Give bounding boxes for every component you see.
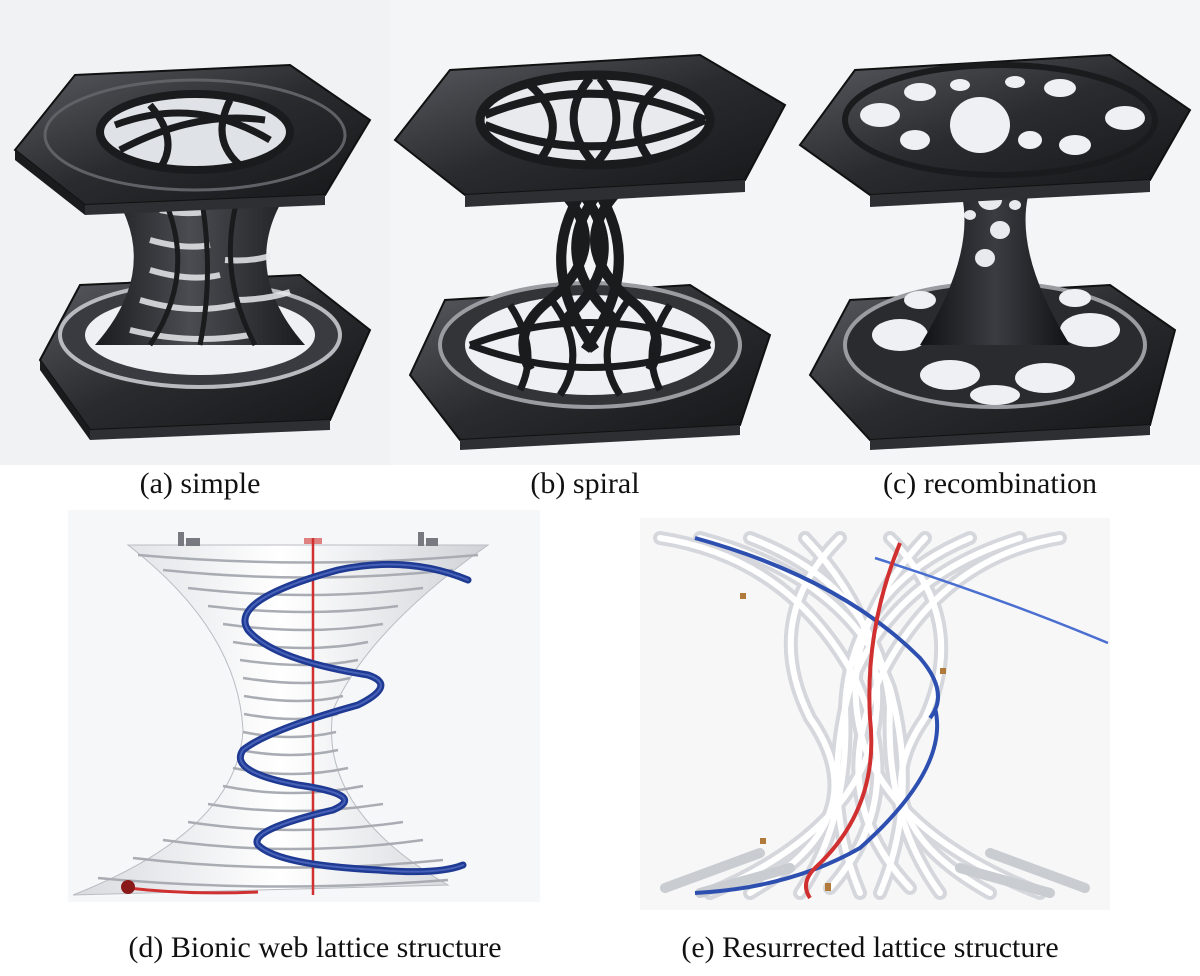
panel-d-image [68,510,540,902]
recombination-lattice-render [798,53,1192,450]
caption-c: (c) recombination [882,467,1098,500]
spiral-lattice-render [393,53,787,450]
caption-e: (e) Resurrected lattice structure [681,931,1059,964]
panel-a-image [0,0,390,465]
caption-a: (a) simple [139,467,261,500]
caption-b: (b) spiral [530,467,640,500]
caption-d: (d) Bionic web lattice structure [128,931,502,964]
bionic-web-lattice-render [72,532,490,896]
simple-lattice-render [13,63,372,440]
panel-e-image [640,518,1110,910]
resurrected-lattice-render [653,531,1109,900]
panel-b-image [390,0,790,465]
panel-c-image [790,0,1200,465]
